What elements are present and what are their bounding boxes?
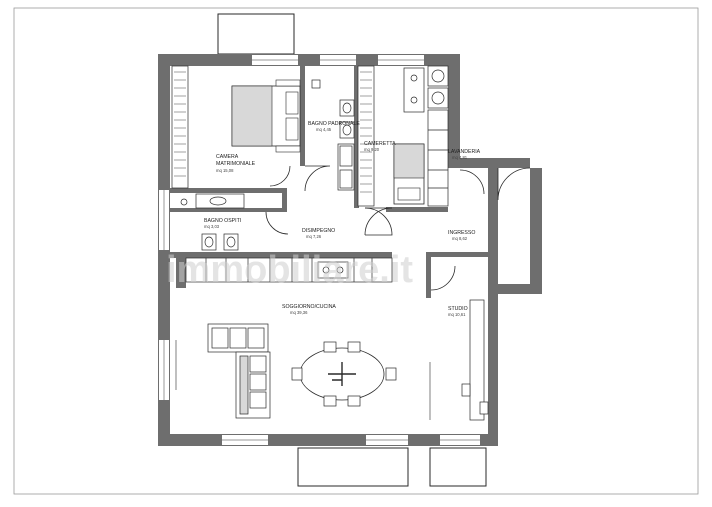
- area-bagno-padronale: mq 4,45: [316, 127, 332, 132]
- kitchen-counter: [185, 257, 393, 283]
- dining-chairs: [291, 341, 397, 407]
- balcony-north: [217, 13, 295, 55]
- label-cameretta: CAMERETTA: [364, 141, 396, 147]
- area-disimpegno: mq 7,26: [306, 234, 322, 239]
- single-bed: [393, 143, 425, 205]
- room-labels: CAMERA MATRIMONIALE mq 15,08 BAGNO PADRO…: [204, 121, 481, 317]
- label-soggiorno: SOGGIORNO/CUCINA: [282, 304, 336, 310]
- double-bed: [231, 79, 301, 153]
- area-soggiorno: mq 39,36: [290, 310, 308, 315]
- area-camera: mq 15,08: [216, 168, 234, 173]
- label-disimpegno: DISIMPEGNO: [302, 228, 335, 234]
- studio-furniture: [461, 299, 489, 421]
- label-bagno-padronale: BAGNO PADRONALE: [308, 121, 360, 127]
- doors: [265, 165, 531, 291]
- sheet-border: [13, 7, 699, 495]
- balcony-south-left: [297, 447, 409, 487]
- area-lavanderia: mq 4,81: [452, 155, 468, 160]
- dining-table: [299, 347, 385, 401]
- interior-walls: [170, 66, 492, 298]
- bathroom-fixtures: [180, 79, 355, 251]
- sofa: [207, 323, 271, 419]
- area-studio: mq 10,61: [448, 312, 466, 317]
- label-camera-line2: MATRIMONIALE: [216, 161, 256, 167]
- label-bagno-ospiti: BAGNO OSPITI: [204, 218, 241, 224]
- watermark: immobiliare.it: [166, 249, 413, 291]
- label-studio: STUDIO: [448, 306, 468, 312]
- label-ingresso: INGRESSO: [448, 230, 475, 236]
- wardrobe-hangers: [174, 71, 372, 193]
- windows: [159, 55, 480, 445]
- label-camera-line1: CAMERA: [216, 154, 239, 160]
- label-lavanderia: LAVANDERIA: [448, 149, 481, 155]
- area-bagno-ospiti: mq 3,03: [204, 224, 220, 229]
- sliding-doors: [175, 340, 431, 420]
- balcony-south-right: [429, 447, 487, 487]
- laundry-appliances: [403, 65, 449, 207]
- area-cameretta: mq 9,20: [364, 147, 380, 152]
- wardrobes: [171, 65, 375, 207]
- area-ingresso: mq 8,62: [452, 236, 468, 241]
